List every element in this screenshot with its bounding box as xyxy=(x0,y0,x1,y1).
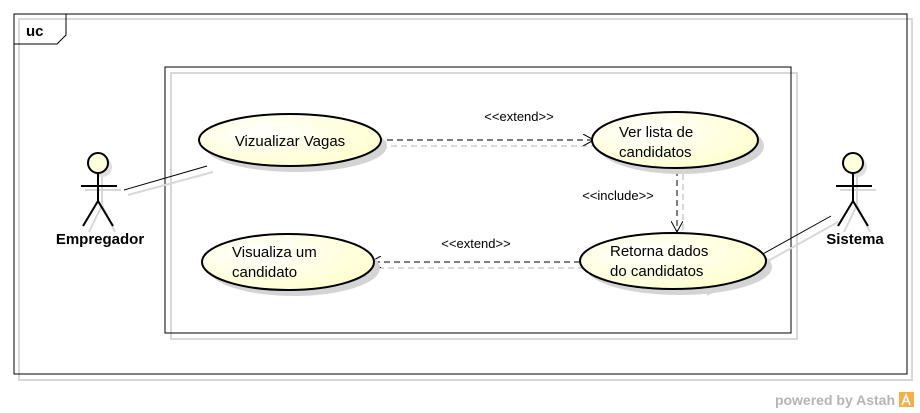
use-case-label: Vizualizar Vagas xyxy=(235,133,345,150)
use-case-label-line-1: Visualiza um xyxy=(232,244,317,261)
use-case-visualiza-um-candidato[interactable]: Visualiza um candidato xyxy=(201,233,380,296)
include-relation[interactable]: <<include>> xyxy=(582,170,684,238)
extend-relation-bottom[interactable]: <<extend>> xyxy=(370,236,584,269)
powered-by-astah-watermark: powered by Astah xyxy=(775,392,914,408)
use-case-retorna-dados[interactable]: Retorna dados do candidatos xyxy=(579,232,772,295)
frame-label-tab xyxy=(14,14,67,45)
use-case-label-line-1: Retorna dados xyxy=(610,243,708,260)
extend-label-top: <<extend>> xyxy=(484,109,553,124)
actor-figure-icon xyxy=(836,152,876,233)
extend-label-bottom: <<extend>> xyxy=(441,236,510,251)
extend-relation-top[interactable]: <<extend>> xyxy=(387,109,600,147)
frame-label: uc xyxy=(26,23,44,40)
actor-empregador[interactable]: Empregador xyxy=(56,152,145,248)
use-case-label-line-1: Ver lista de xyxy=(619,124,693,141)
actor-label: Empregador xyxy=(56,231,145,248)
use-case-label-line-2: candidato xyxy=(232,264,297,281)
use-case-label-line-2: do candidatos xyxy=(610,263,703,280)
system-boundary xyxy=(164,66,798,340)
powered-by-text: powered by Astah xyxy=(775,392,895,408)
actor-sistema[interactable]: Sistema xyxy=(826,152,884,248)
use-case-ver-lista-candidatos[interactable]: Ver lista de candidatos xyxy=(591,111,764,174)
diagram-frame: uc xyxy=(13,13,913,381)
astah-logo-icon xyxy=(899,392,914,407)
actor-figure-icon xyxy=(81,152,121,233)
use-case-label-line-2: candidatos xyxy=(619,144,692,161)
actor-label: Sistema xyxy=(826,231,884,248)
include-label: <<include>> xyxy=(582,188,654,203)
use-case-vizualizar-vagas[interactable]: Vizualizar Vagas xyxy=(198,113,387,172)
association-empregador xyxy=(123,165,214,196)
